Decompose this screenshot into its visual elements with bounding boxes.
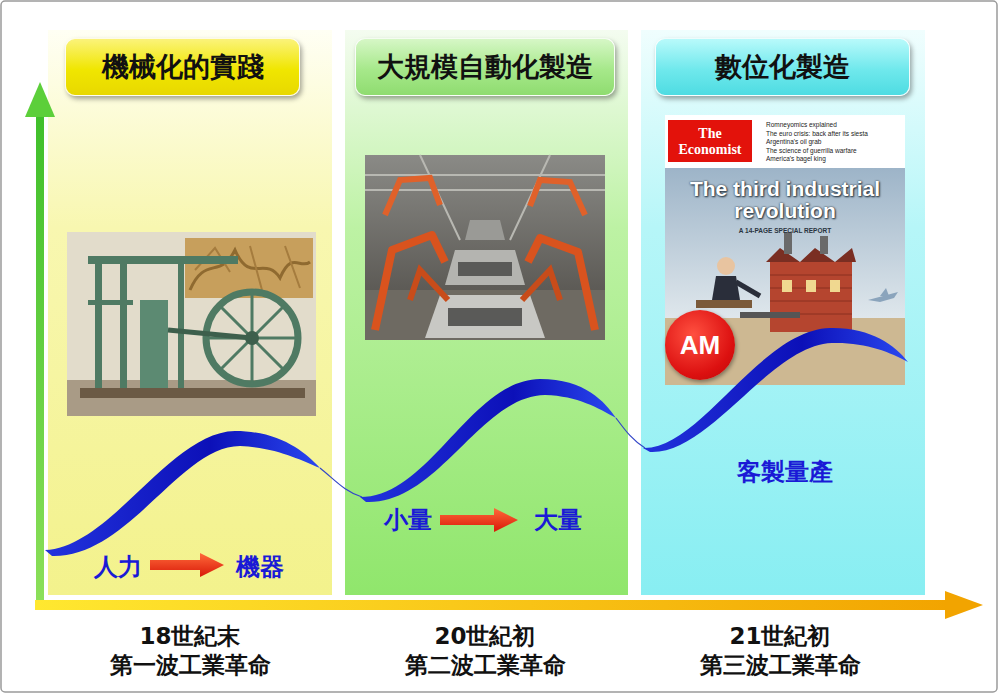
era-date-box: 21世紀初 xyxy=(630,622,930,650)
cover-title-box: The third industrial revolution xyxy=(668,178,902,222)
era-header: 機械化的實踐 xyxy=(65,38,300,96)
magazine-logo: The Economist xyxy=(679,126,742,157)
era-date-box: 18世紀末 xyxy=(40,622,340,650)
era-name-box: 第一波工業革命 xyxy=(40,651,340,679)
axes xyxy=(25,82,983,619)
era-name: 第三波工業革命 xyxy=(700,652,861,678)
cover-headline: The science of guerrilla warfare xyxy=(766,147,857,154)
cover-headline: Romneyomics explained xyxy=(766,121,837,128)
cover-subtitle: A 14-PAGE SPECIAL REPORT xyxy=(739,227,831,234)
cover-headline: Argentina's oil grab xyxy=(766,138,821,145)
era-keyword: 客製量產 xyxy=(737,458,833,486)
cover-headline: America's bagel king xyxy=(766,155,826,162)
red-arrows xyxy=(150,508,518,577)
cover-headline-box: The euro crisis: back after its siesta xyxy=(766,130,902,138)
header-text: 機械化的實踐 xyxy=(102,49,264,85)
era-header: 大規模自動化製造 xyxy=(355,38,615,96)
steam-engine-photo xyxy=(67,232,316,416)
cover-headline-box: Argentina's oil grab xyxy=(766,138,902,146)
cover-headline-box: Romneyomics explained xyxy=(766,121,902,129)
era-name: 第二波工業革命 xyxy=(405,652,566,678)
cover-subtitle-box: A 14-PAGE SPECIAL REPORT xyxy=(668,227,902,235)
era-date: 18世紀末 xyxy=(139,623,240,649)
era-date: 20世紀初 xyxy=(434,623,535,649)
era-keyword: 機器 xyxy=(236,553,284,581)
cover-headline-box: America's bagel king xyxy=(766,155,902,163)
robot-factory-photo xyxy=(365,155,605,340)
cover-title: The third industrial revolution xyxy=(690,177,880,222)
header-text: 大規模自動化製造 xyxy=(377,49,593,85)
magazine-logo-box: The Economist xyxy=(670,126,750,158)
text-slot: 小量 xyxy=(384,504,432,536)
era-keyword: 小量 xyxy=(384,506,432,534)
text-slot: 大量 xyxy=(534,504,582,536)
era-date-box: 20世紀初 xyxy=(335,622,635,650)
header-text: 數位化製造 xyxy=(715,49,850,85)
text-slot: 人力 xyxy=(94,551,142,583)
era-name-box: 第三波工業革命 xyxy=(630,651,930,679)
cover-headline-box: The science of guerrilla warfare xyxy=(766,147,902,155)
era-name-box: 第二波工業革命 xyxy=(335,651,635,679)
era-header: 數位化製造 xyxy=(655,38,910,96)
era-keyword: 大量 xyxy=(534,506,582,534)
am-circle: AM xyxy=(665,310,735,380)
era-keyword: 人力 xyxy=(94,553,142,581)
text-slot: 客製量產 xyxy=(737,456,833,488)
era-date: 21世紀初 xyxy=(729,623,830,649)
era-name: 第一波工業革命 xyxy=(110,652,271,678)
am-text: AM xyxy=(680,330,720,361)
text-slot: 機器 xyxy=(236,551,284,583)
cover-headline: The euro crisis: back after its siesta xyxy=(766,130,868,137)
growth-curves xyxy=(45,328,908,556)
